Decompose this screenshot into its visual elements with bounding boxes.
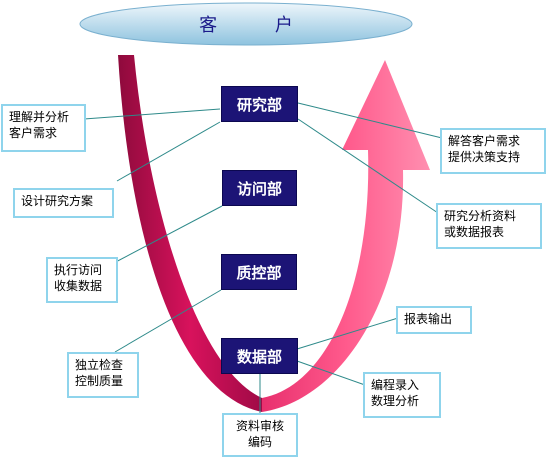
- note-answer-needs: 解答客户需求 提供决策支持: [440, 128, 546, 174]
- note-execute-collect: 执行访问 收集数据: [46, 257, 118, 303]
- note-text: 编程录入: [371, 378, 420, 392]
- client-label: 客 户: [199, 15, 319, 36]
- note-text: 报表输出: [404, 312, 453, 326]
- note-design-plan: 设计研究方案: [13, 188, 114, 218]
- connector-lines: [83, 102, 443, 413]
- qc-department: 质控部: [221, 254, 297, 290]
- interview-department: 访问部: [222, 170, 297, 206]
- note-text: 提供决策支持: [448, 150, 521, 164]
- note-report-output: 报表输出: [396, 306, 472, 334]
- data-department: 数据部: [221, 338, 298, 374]
- client-ellipse: [79, 2, 413, 46]
- note-text: 资料审核: [235, 419, 284, 433]
- upward-arrow: [262, 60, 430, 412]
- note-text: 客户需求: [9, 126, 58, 140]
- note-text: 控制质量: [75, 374, 124, 388]
- note-text: 或数据报表: [444, 225, 505, 239]
- note-text: 解答客户需求: [448, 134, 521, 148]
- note-program-analysis: 编程录入 数理分析: [363, 372, 441, 418]
- note-text: 编码: [247, 435, 272, 449]
- research-department: 研究部: [221, 86, 298, 122]
- note-text: 收集数据: [54, 279, 103, 293]
- note-text: 数理分析: [371, 394, 420, 408]
- note-text: 设计研究方案: [21, 194, 94, 208]
- note-text: 研究分析资料: [444, 209, 517, 223]
- note-analyze-report: 研究分析资料 或数据报表: [436, 203, 542, 249]
- note-review-coding: 资料审核 编码: [222, 413, 298, 457]
- note-text: 理解并分析: [9, 110, 70, 124]
- note-text: 执行访问: [54, 263, 103, 277]
- note-text: 独立检查: [75, 358, 124, 372]
- note-inspect-quality: 独立检查 控制质量: [67, 352, 139, 398]
- note-understand-needs: 理解并分析 客户需求: [1, 104, 86, 152]
- downward-arrow-band: [118, 55, 262, 412]
